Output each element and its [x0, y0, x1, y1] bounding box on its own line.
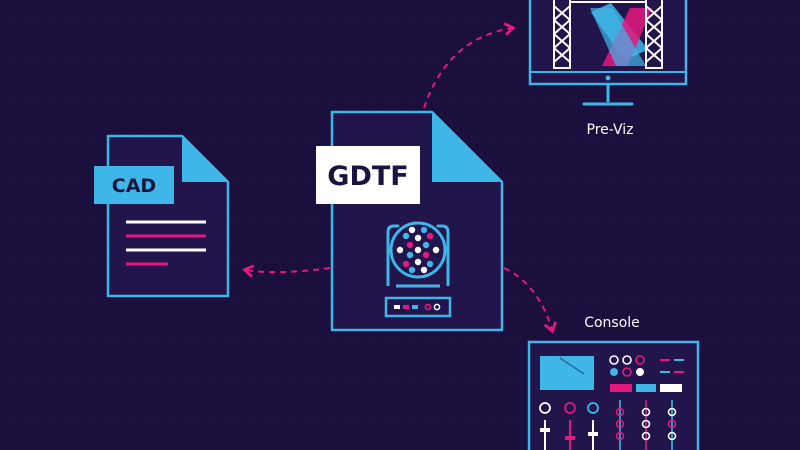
console-channel-strips: [615, 400, 677, 450]
fixture-leds: [396, 226, 440, 274]
cad-label-box: [94, 166, 174, 204]
cad-document: CAD: [94, 134, 230, 298]
fixture-base: [384, 296, 452, 318]
console-label: Console: [584, 315, 640, 331]
console-faders: [540, 420, 598, 450]
previz-monitor: Pre-Viz: [528, 0, 688, 138]
gdtf-document: GDTF: [316, 110, 504, 332]
arrow-to-previz: [423, 22, 516, 109]
console-buttons: [609, 355, 684, 392]
cad-label: CAD: [112, 175, 156, 197]
gdtf-label: GDTF: [327, 161, 408, 192]
lighting-console-icon: Console: [527, 315, 700, 450]
arrow-to-cad: [242, 264, 331, 278]
moving-head-light-icon: [384, 221, 452, 318]
console-knobs: [539, 402, 599, 414]
gdtf-label-box: [316, 146, 420, 204]
previz-label: Pre-Viz: [587, 122, 634, 138]
console-screen: [540, 356, 594, 390]
